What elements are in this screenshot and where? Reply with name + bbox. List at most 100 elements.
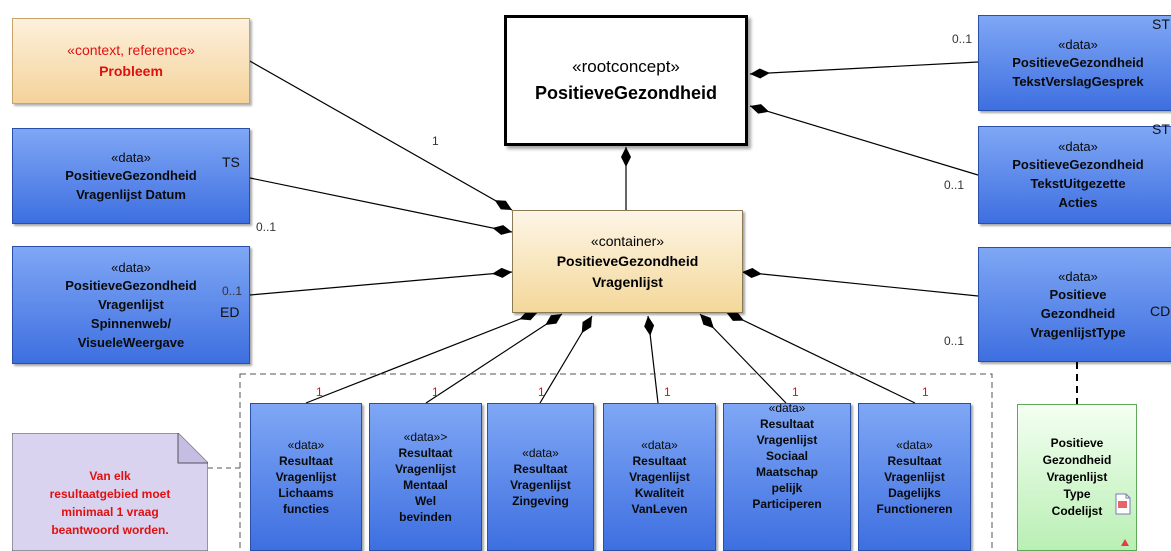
data-stereotype: «data» (111, 149, 151, 165)
result-box-mentaal-welbevinden[interactable]: «data»> Resultaat Vragenlijst Mentaal We… (369, 403, 482, 551)
data-name-line: Resultaat (759, 417, 815, 431)
data-stereotype: «data» (1058, 268, 1098, 284)
data-name-line: Vragenlijst (629, 470, 690, 484)
container-name-line1: PositieveGezondheid (556, 252, 699, 269)
data-name-line: PositieveGezondheid (1012, 157, 1144, 172)
note-line: beantwoord worden. (51, 523, 169, 537)
data-name-line: Zingeving (512, 494, 569, 508)
document-link-icon (1115, 493, 1131, 515)
data-stereotype: «data» (1058, 139, 1098, 154)
result-box-dagelijks-functioneren[interactable]: «data» Resultaat Vragenlijst Dagelijks F… (858, 403, 971, 551)
multiplicity-label: 1 (432, 134, 439, 148)
data-name-line: VanLeven (631, 502, 688, 516)
result-box-maatschappelijk-participeren[interactable]: «data» Resultaat Vragenlijst Sociaal Maa… (723, 403, 851, 551)
data-name-line: PositieveGezondheid (65, 277, 197, 293)
data-name-line: Resultaat (887, 454, 942, 468)
data-name-line: Vragenlijst (884, 470, 945, 484)
data-name-line: Spinnenweb/ (90, 315, 172, 331)
datatype-label-cd: CD (1150, 303, 1171, 319)
codelist-line: Vragenlijst (1046, 470, 1108, 484)
data-name-line: Resultaat (398, 446, 453, 460)
note-text: Van elk resultaatgebied moet minimaal 1 … (12, 467, 208, 539)
edge-result-4 (699, 313, 787, 404)
data-name-line: VisueleWeergave (77, 334, 185, 350)
multiplicity-label: 1 (432, 385, 439, 399)
root-stereotype: «rootconcept» (572, 56, 680, 76)
context-stereotype: «context, reference» (67, 42, 195, 58)
data-name-line: Vragenlijst (395, 462, 456, 476)
note-line: Van elk (89, 469, 131, 483)
note-resultaatgebied[interactable]: Van elk resultaatgebied moet minimaal 1 … (12, 433, 208, 551)
codelist-box-vragenlijst-type[interactable]: Positieve Gezondheid Vragenlijst Type Co… (1017, 404, 1137, 551)
multiplicity-label: 0..1 (256, 220, 277, 234)
multiplicity-label: 1 (316, 385, 323, 399)
data-box-tekst-verslag-gesprek[interactable]: «data» PositieveGezondheid TekstVerslagG… (978, 15, 1171, 111)
data-name-line: pelijk (771, 481, 803, 495)
data-box-tekst-uitgezette-acties[interactable]: «data» PositieveGezondheid TekstUitgezet… (978, 126, 1171, 224)
root-name: PositieveGezondheid (534, 82, 718, 103)
data-name-line: Gezondheid (1040, 305, 1116, 321)
data-name-line: Resultaat (632, 454, 687, 468)
edge-result-1 (425, 313, 563, 404)
data-name-line: Vragenlijst (756, 433, 818, 447)
context-box-probleem[interactable]: «context, reference» Probleem (12, 18, 250, 104)
data-name-line: Sociaal (765, 449, 809, 463)
data-name-line: Vragenlijst (275, 470, 337, 484)
data-name-line: VragenlijstType (1030, 324, 1126, 340)
data-stereotype: «data» (111, 259, 151, 275)
result-box-lichaamsfuncties[interactable]: «data» Resultaat Vragenlijst Lichaams fu… (250, 403, 362, 551)
codelist-line: Gezondheid (1042, 453, 1112, 467)
data-box-spinnenweb[interactable]: «data» PositieveGezondheid Vragenlijst S… (12, 246, 250, 364)
note-shape (12, 433, 208, 551)
data-name-line: functies (282, 502, 329, 516)
edge-right-2 (741, 268, 979, 297)
data-name-line: Vragenlijst (510, 478, 571, 492)
codelist-line: Positieve (1050, 436, 1104, 450)
edge-context (247, 59, 513, 211)
note-line: minimaal 1 vraag (61, 505, 159, 519)
datatype-label-st: ST (1152, 16, 1170, 32)
result-group-boundary (239, 373, 993, 551)
edge-result-3 (644, 315, 659, 404)
context-name: Probleem (99, 63, 163, 79)
datatype-label-st: ST (1152, 121, 1170, 137)
container-name-line2: Vragenlijst (592, 273, 663, 290)
edge-left-1 (249, 267, 513, 296)
multiplicity-label: 1 (922, 385, 929, 399)
root-concept-box[interactable]: «rootconcept» PositieveGezondheid (504, 15, 748, 146)
data-stereotype: «data» (1058, 36, 1098, 52)
data-name-line: Positieve (1049, 286, 1107, 302)
data-name-line: Mentaal (403, 478, 448, 492)
edge-result-0 (305, 310, 539, 404)
data-name-line: Functioneren (876, 502, 953, 516)
result-box-zingeving[interactable]: «data» Resultaat Vragenlijst Zingeving (487, 403, 594, 551)
data-name-line: Maatschap (755, 465, 819, 479)
result-box-kwaliteit-van-leven[interactable]: «data» Resultaat Vragenlijst Kwaliteit V… (603, 403, 716, 551)
data-stereotype: «data» (287, 438, 325, 452)
edge-right-1 (749, 104, 979, 176)
data-stereotype: «data» (768, 403, 806, 415)
data-name-line: Resultaat (278, 454, 334, 468)
arrow-up-icon (1121, 539, 1129, 546)
datatype-label-ed: ED (220, 304, 240, 320)
data-stereotype: «data» (641, 438, 678, 452)
data-name-line: Wel (414, 494, 437, 508)
data-name-line: bevinden (399, 510, 452, 524)
multiplicity-label: 1 (792, 385, 799, 399)
container-box-vragenlijst[interactable]: «container» PositieveGezondheid Vragenli… (512, 210, 743, 313)
data-name-line: Lichaams (278, 486, 334, 500)
data-box-vragenlijst-type[interactable]: «data» Positieve Gezondheid VragenlijstT… (978, 247, 1171, 362)
edge-result-5 (725, 311, 916, 404)
data-name-line: Kwaliteit (634, 486, 685, 500)
data-stereotype: «data» (896, 438, 933, 452)
edge-right-0 (749, 61, 979, 79)
multiplicity-label: 0..1 (944, 334, 965, 348)
multiplicity-label: 0..1 (222, 284, 243, 298)
data-name-line: Dagelijks (888, 486, 941, 500)
data-stereotype: «data»> (403, 430, 448, 444)
data-box-vragenlijst-datum[interactable]: «data» PositieveGezondheid Vragenlijst D… (12, 128, 250, 224)
codelist-line: Codelijst (1051, 504, 1103, 518)
data-name-line: Acties (1058, 195, 1098, 210)
multiplicity-label: 1 (664, 385, 671, 399)
